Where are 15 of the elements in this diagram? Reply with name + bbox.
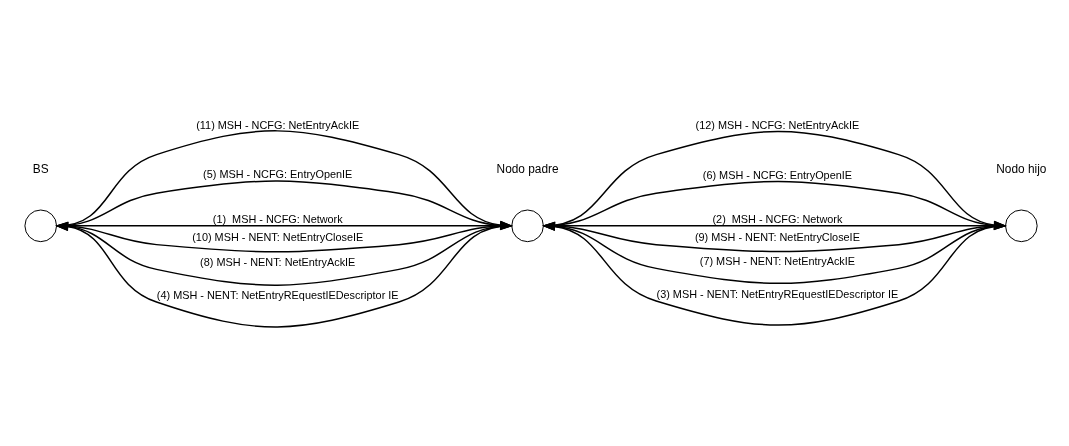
edge-label: (12) MSH - NCFG: NetEntryAckIE — [695, 118, 860, 131]
edge-label: (11) MSH - NCFG: NetEntryAckIE — [196, 118, 360, 131]
edge-label: (6) MSH - NCFG: EntryOpenIE — [702, 168, 853, 181]
node-label: Nodo padre — [496, 161, 559, 176]
edge-label: (3) MSH - NENT: NetEntryREquestIEDescriptor IE — [656, 287, 899, 300]
edge-label: (5) MSH - NCFG: EntryOpenIE — [203, 167, 353, 180]
edge-label: (9) MSH - NENT: NetEntryCloseIE — [694, 230, 860, 243]
edge-label: (10) MSH - NENT: NetEntryCloseIE — [192, 230, 364, 243]
edge-label: (8) MSH - NENT: NetEntryAckIE — [200, 255, 356, 268]
edge-label: (4) MSH - NENT: NetEntryREquestIEDescriptor IE — [156, 288, 399, 301]
edge-label: (7) MSH - NENT: NetEntryAckIE — [699, 254, 856, 267]
node-label: Nodo hijo — [996, 161, 1047, 176]
edge-label: (2) MSH - NCFG: Network — [712, 212, 843, 225]
edge-label: (1) MSH - NCFG: Network — [212, 212, 343, 225]
node-label: BS — [32, 161, 49, 176]
